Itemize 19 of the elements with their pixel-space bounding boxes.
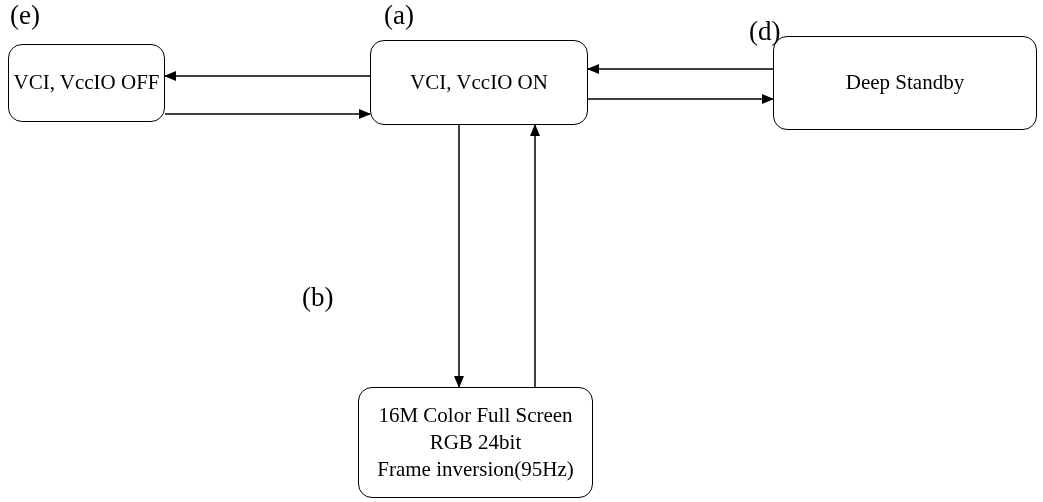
state-label: 16M Color Full Screen xyxy=(378,401,573,429)
state-tag: (a) xyxy=(384,0,414,31)
state-label: VCI, VccIO ON xyxy=(410,68,548,96)
state-box xyxy=(358,387,593,498)
state-label: RGB 24bit xyxy=(429,428,522,456)
state-box xyxy=(8,44,165,122)
state-tag: (d) xyxy=(749,16,781,47)
state-tag: (e) xyxy=(10,0,40,31)
arrow xyxy=(587,94,774,104)
arrow xyxy=(164,109,371,119)
state-box xyxy=(370,40,588,125)
state-label: Deep Standby xyxy=(845,69,965,97)
arrow xyxy=(530,124,540,388)
arrow xyxy=(454,124,464,388)
transition-tag: (b) xyxy=(302,282,334,313)
arrow xyxy=(587,64,774,74)
arrow xyxy=(164,71,371,81)
state-label: VCI, VccIO OFF xyxy=(13,69,160,97)
state-label: Frame inversion(95Hz) xyxy=(377,456,574,484)
